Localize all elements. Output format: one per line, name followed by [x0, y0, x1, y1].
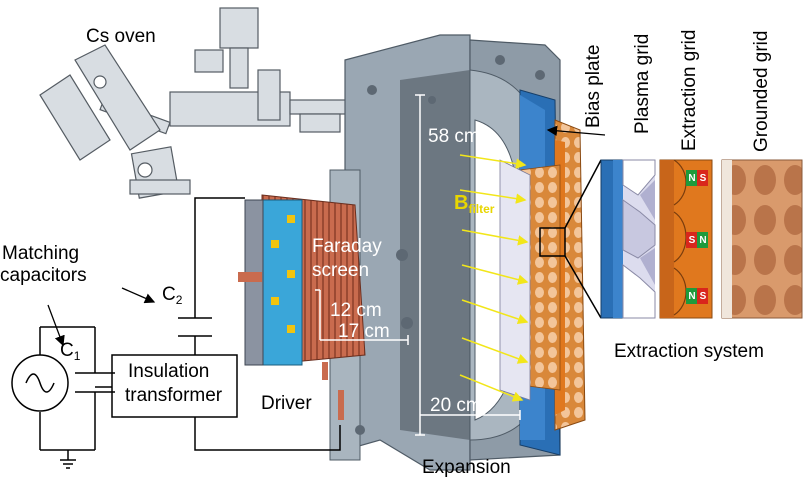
b-filter-label-main: B [454, 192, 469, 214]
magnet-2-north: S [688, 235, 696, 246]
dimension-lines [315, 94, 521, 436]
c1-label-main: C [60, 340, 74, 361]
c2-label-main: C [162, 284, 176, 305]
expansion-label: Expansion [422, 457, 511, 478]
faraday-label-line2: screen [312, 260, 370, 281]
driver-drawing [238, 194, 366, 420]
extraction-system-label: Extraction system [614, 341, 764, 362]
matching-capacitors-label-line2: capacitors [0, 265, 87, 286]
driver-label: Driver [261, 393, 312, 414]
magnet-3-south: S [699, 291, 707, 302]
dimension-12cm: 12 cm [330, 300, 382, 321]
magnet-3-north: N [688, 291, 696, 302]
magnet-2-south: N [699, 235, 707, 246]
c1-label: C1 [60, 340, 81, 363]
filter-field-arrows [459, 154, 529, 402]
faraday-label-line1: Faraday [312, 236, 382, 257]
b-filter-label: Bfilter [454, 192, 495, 216]
matching-capacitors-label-line1: Matching [2, 243, 80, 264]
magnet-1-south: S [699, 173, 707, 184]
insulation-label-line1: Insulation [128, 361, 210, 382]
magnet-1-north: N [688, 173, 696, 184]
extraction-grid-label: Extraction grid [679, 29, 700, 151]
cs-oven-drawing [39, 7, 421, 199]
circuit [11, 197, 341, 469]
c2-label-sub: 2 [175, 293, 183, 307]
grounded-grid-label: Grounded grid [751, 30, 772, 152]
c1-label-sub: 1 [73, 349, 81, 363]
dimension-20cm: 20 cm [430, 395, 482, 416]
insulation-label-line2: transformer [125, 385, 223, 406]
bias-plate-label: Bias plate [583, 44, 604, 128]
b-filter-label-sub: filter [468, 202, 495, 216]
cs-oven-label: Cs oven [86, 26, 156, 47]
plasma-grid-label: Plasma grid [632, 33, 653, 134]
c2-label: C2 [162, 284, 183, 307]
zoomed-extraction-system [600, 159, 803, 319]
dimension-17cm: 17 cm [338, 321, 390, 342]
dimension-58cm: 58 cm [428, 126, 480, 147]
